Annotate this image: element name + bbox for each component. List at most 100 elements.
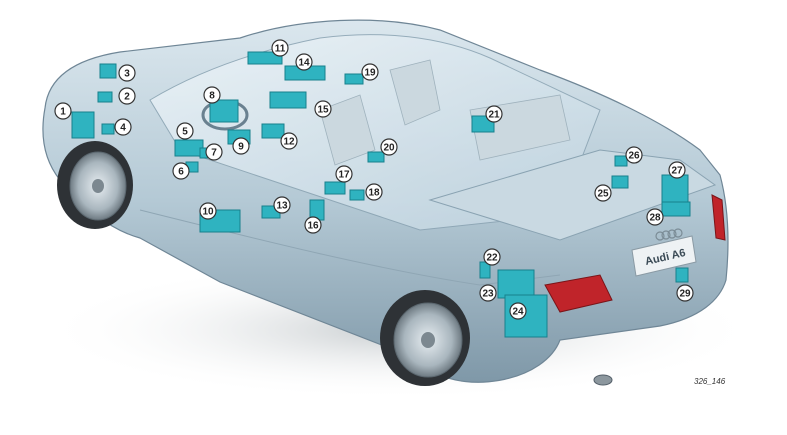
callout-number-9: 9 (238, 142, 244, 153)
callout-7: 7 (205, 143, 223, 161)
callout-number-19: 19 (364, 68, 376, 79)
callout-number-11: 11 (275, 44, 286, 55)
callout-8: 8 (203, 86, 221, 104)
callout-20: 20 (380, 138, 398, 156)
callout-number-12: 12 (283, 137, 295, 148)
callout-circle-5 (176, 122, 194, 140)
callout-number-1: 1 (60, 107, 66, 118)
callout-25: 25 (594, 184, 612, 202)
callout-9: 9 (232, 137, 250, 155)
callout-29: 29 (676, 284, 694, 302)
callout-number-20: 20 (383, 143, 395, 154)
callout-5: 5 (176, 122, 194, 140)
callout-1: 1 (54, 102, 72, 120)
module-15 (269, 91, 307, 109)
callout-number-7: 7 (211, 148, 217, 159)
callout-21: 21 (485, 105, 503, 123)
callout-3: 3 (118, 64, 136, 82)
tail-light-right (711, 194, 726, 241)
callout-23: 23 (479, 284, 497, 302)
callout-28: 28 (646, 208, 664, 226)
callout-number-28: 28 (649, 213, 661, 224)
callout-number-26: 26 (628, 151, 640, 162)
callout-18: 18 (365, 183, 383, 201)
module-11 (247, 51, 283, 65)
callout-22: 22 (483, 248, 501, 266)
callout-circle-25 (594, 184, 612, 202)
callout-circle-11 (271, 39, 289, 57)
callout-11: 11 (271, 39, 289, 57)
callout-circle-13 (273, 196, 291, 214)
callout-16: 16 (304, 216, 322, 234)
callout-circle-19 (361, 63, 379, 81)
module-5 (174, 139, 204, 157)
exhaust-pipe (593, 374, 613, 386)
callout-circle-16 (304, 216, 322, 234)
callout-number-13: 13 (276, 201, 288, 212)
callout-number-17: 17 (338, 170, 350, 181)
module-18 (349, 189, 365, 201)
callout-number-24: 24 (512, 307, 524, 318)
callout-number-15: 15 (317, 105, 329, 116)
callout-circle-8 (203, 86, 221, 104)
callout-number-14: 14 (298, 58, 310, 69)
callout-13: 13 (273, 196, 291, 214)
callout-circle-26 (625, 146, 643, 164)
module-2 (97, 91, 113, 103)
callout-circle-6 (172, 162, 190, 180)
audi-rings-logo (655, 228, 683, 241)
callout-number-6: 6 (178, 167, 184, 178)
callout-17: 17 (335, 165, 353, 183)
callout-circle-18 (365, 183, 383, 201)
callout-26: 26 (625, 146, 643, 164)
callout-12: 12 (280, 132, 298, 150)
greenhouse-glass (149, 34, 601, 231)
module-12 (261, 123, 285, 139)
callout-circle-23 (479, 284, 497, 302)
callout-number-8: 8 (209, 91, 215, 102)
callout-circle-21 (485, 105, 503, 123)
callout-circle-17 (335, 165, 353, 183)
callout-circle-4 (114, 118, 132, 136)
callout-number-27: 27 (671, 166, 683, 177)
module-27 (661, 174, 689, 206)
module-3 (99, 63, 117, 79)
module-29 (675, 267, 689, 283)
interior-seats (319, 59, 571, 166)
callout-circle-15 (314, 100, 332, 118)
trunk-lid (428, 149, 717, 241)
callout-circle-29 (676, 284, 694, 302)
callout-number-22: 22 (486, 253, 498, 264)
control-modules (71, 51, 691, 338)
callout-27: 27 (668, 161, 686, 179)
callout-circle-12 (280, 132, 298, 150)
callout-24: 24 (509, 302, 527, 320)
callout-number-25: 25 (597, 189, 609, 200)
body-character-line (139, 209, 561, 286)
module-8 (209, 99, 239, 123)
callout-circle-2 (118, 87, 136, 105)
callout-2: 2 (118, 87, 136, 105)
figure-id-label: 326_146 (694, 377, 726, 386)
front-wheel (57, 141, 133, 229)
callout-circle-22 (483, 248, 501, 266)
module-17 (324, 181, 346, 195)
callout-14: 14 (295, 53, 313, 71)
callout-circle-1 (54, 102, 72, 120)
module-19 (344, 73, 364, 85)
module-28 (661, 201, 691, 217)
callout-circle-14 (295, 53, 313, 71)
callout-circle-7 (205, 143, 223, 161)
callout-6: 6 (172, 162, 190, 180)
callout-number-4: 4 (120, 123, 126, 134)
callout-10: 10 (199, 202, 217, 220)
callout-circle-28 (646, 208, 664, 226)
callout-number-2: 2 (124, 92, 130, 103)
module-20 (367, 151, 385, 163)
callout-circle-9 (232, 137, 250, 155)
callout-number-16: 16 (307, 221, 319, 232)
module-1 (71, 111, 95, 139)
